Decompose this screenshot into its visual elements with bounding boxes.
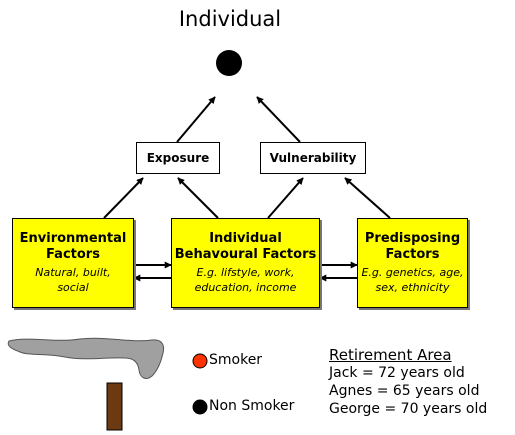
environmental-heading-1: Environmental xyxy=(19,231,127,246)
environmental-factors-box: Environmental Factors Natural, built, so… xyxy=(12,218,134,308)
arrow-vulnerability-to-individual xyxy=(256,96,301,143)
retirement-person-1: Jack = 72 years old xyxy=(329,365,465,381)
behavioural-factors-box: Individual Behavoural Factors E.g. lifst… xyxy=(171,218,320,308)
arrow-behavioural-to-vulnerability xyxy=(267,177,304,219)
arrow-environmental-to-exposure xyxy=(103,177,144,219)
behavioural-detail-1: E.g. lifstyle, work, xyxy=(196,266,295,279)
arrow-exposure-to-individual xyxy=(176,96,216,143)
environmental-detail-2: social xyxy=(57,281,89,294)
arrow-predisposing-to-vulnerability xyxy=(344,177,391,219)
predisposing-detail-1: E.g. genetics, age, xyxy=(361,266,464,279)
environmental-heading-2: Factors xyxy=(46,247,100,262)
predisposing-heading-1: Predisposing xyxy=(364,231,461,246)
predisposing-detail-2: sex, ethnicity xyxy=(375,281,450,294)
behavioural-heading-2: Behavoural Factors xyxy=(174,247,317,262)
arrow-behavioural-to-exposure xyxy=(177,177,219,219)
behavioural-detail-2: education, income xyxy=(194,281,297,294)
individual-node xyxy=(216,50,242,76)
vulnerability-box: Vulnerability xyxy=(260,142,366,174)
exposure-box: Exposure xyxy=(136,142,220,174)
retirement-area-title: Retirement Area xyxy=(329,346,452,364)
retirement-person-3: George = 70 years old xyxy=(329,401,488,417)
smoker-marker xyxy=(192,353,208,369)
chimney xyxy=(106,382,123,431)
diagram-title: Individual xyxy=(178,7,282,31)
predisposing-heading-2: Factors xyxy=(385,247,440,262)
retirement-person-2: Agnes = 65 years old xyxy=(329,383,480,399)
retirement-area-panel: Retirement Area Jack = 72 years old Agne… xyxy=(329,346,487,418)
environmental-detail-1: Natural, built, xyxy=(35,266,111,279)
non-smoker-marker xyxy=(192,399,208,415)
predisposing-factors-box: Predisposing Factors E.g. genetics, age,… xyxy=(357,218,468,308)
smoker-label: Smoker xyxy=(209,352,263,368)
behavioural-heading-1: Individual xyxy=(209,231,282,246)
smoke-plume xyxy=(7,337,165,379)
non-smoker-label: Non Smoker xyxy=(209,398,295,414)
